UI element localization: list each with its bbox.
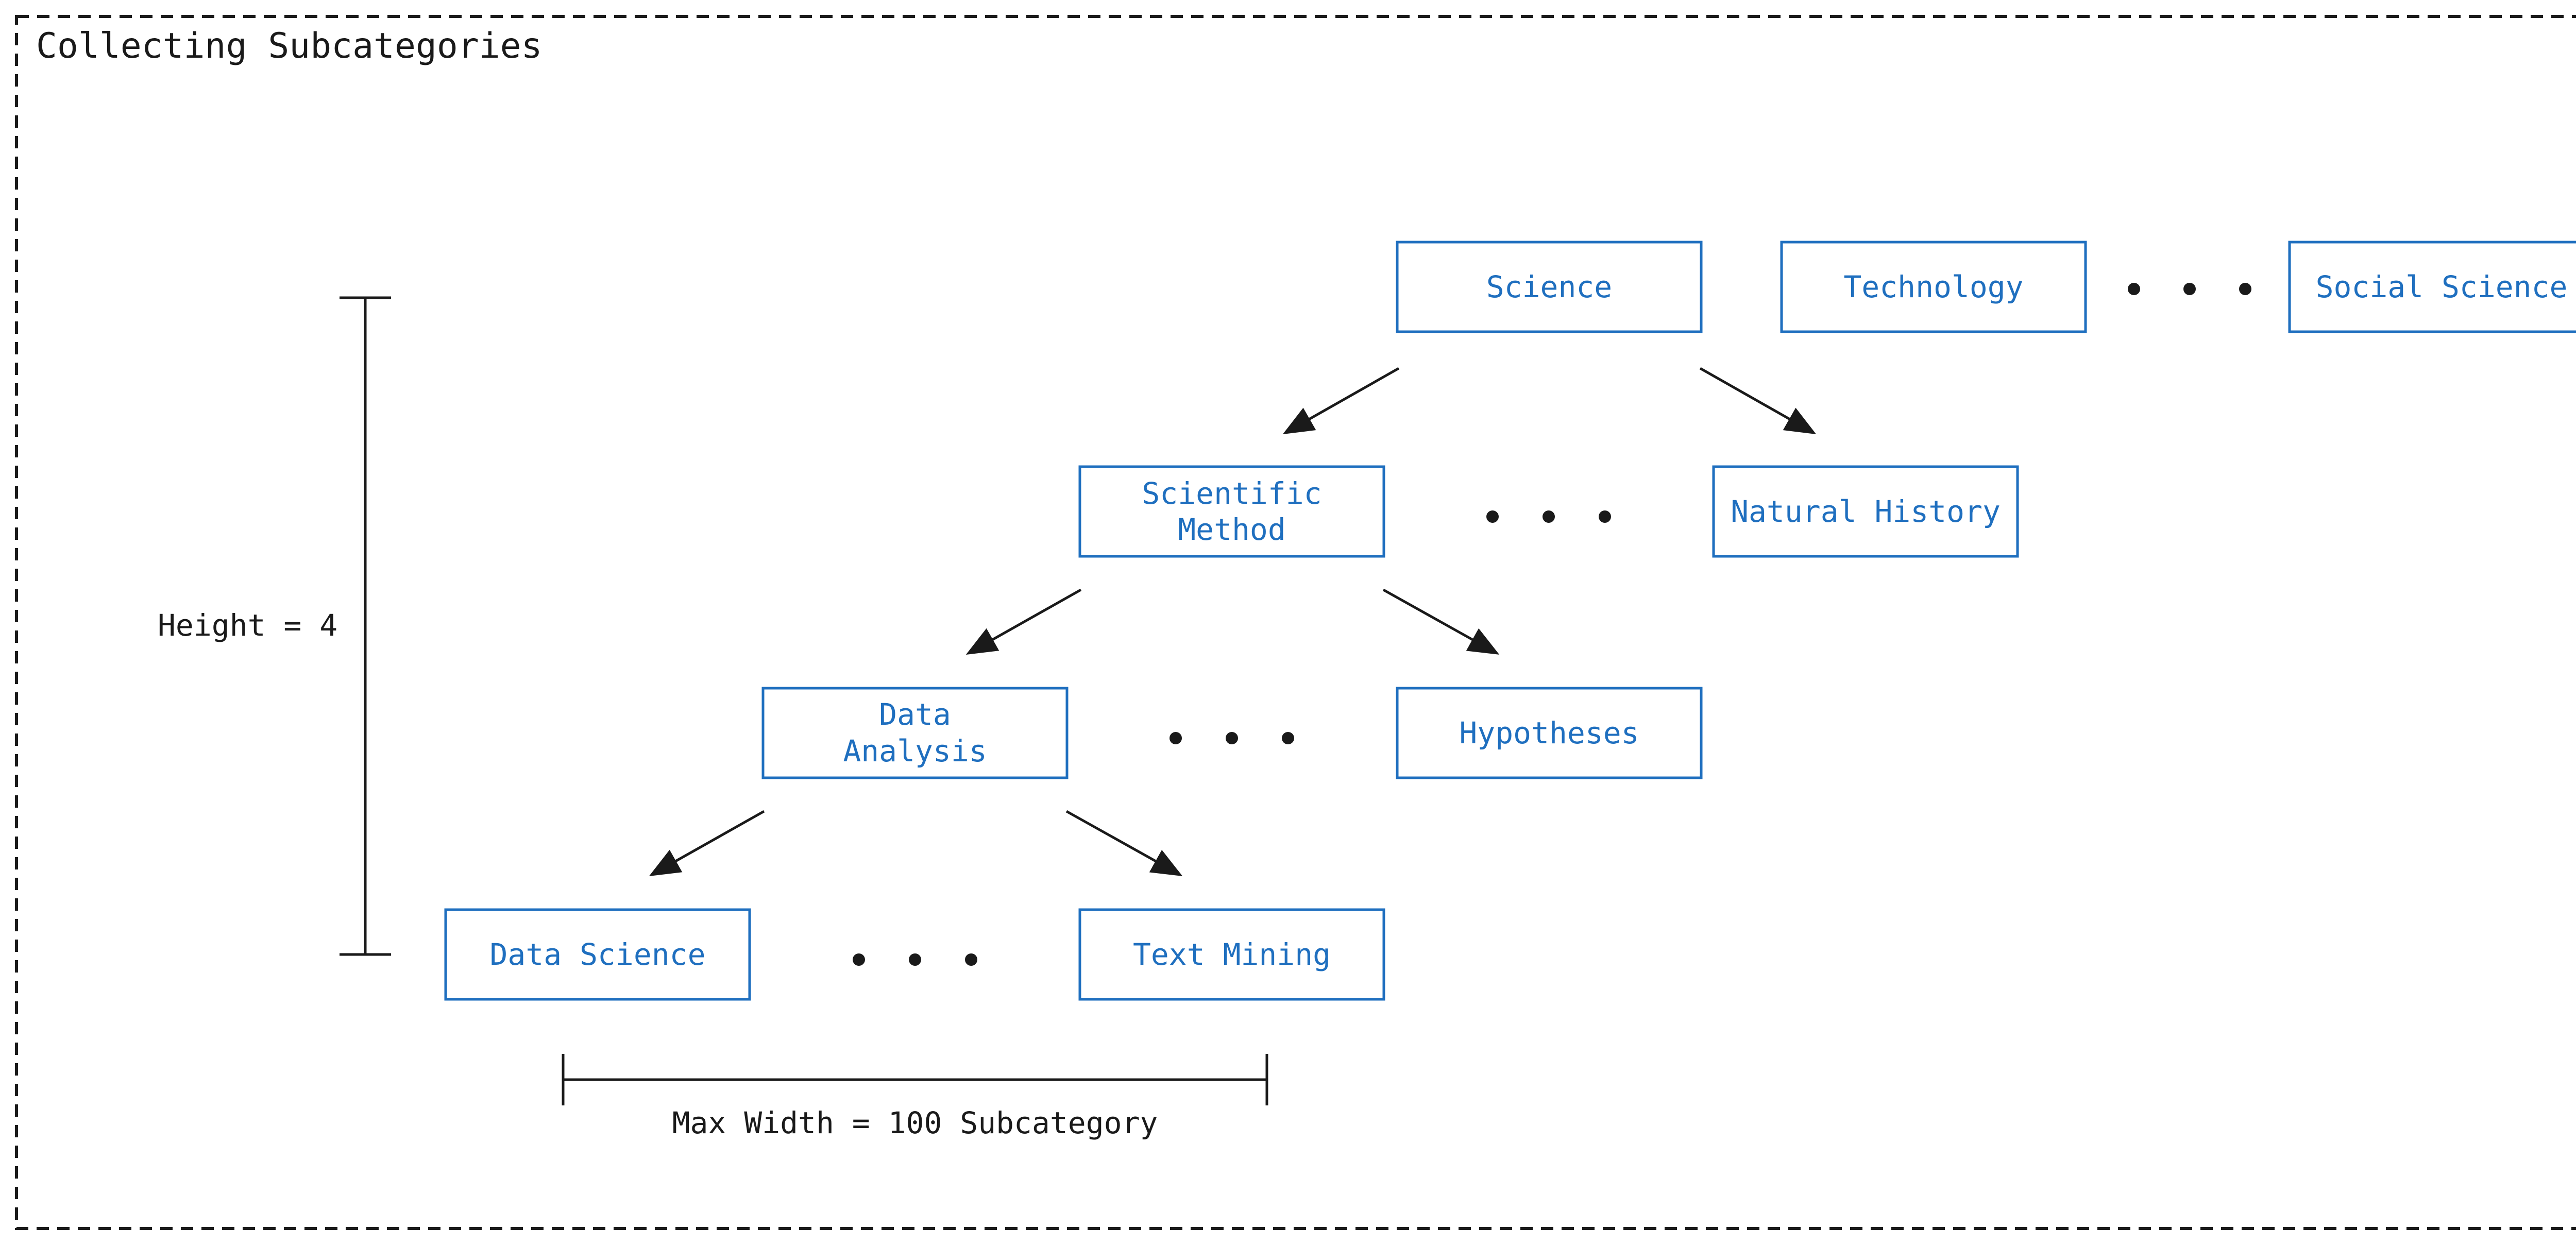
ellipsis-row-2	[1486, 510, 1611, 523]
node-social-science: Social Science	[2288, 241, 2576, 333]
node-label: Technology	[1843, 269, 2023, 304]
node-label: Natural History	[1731, 494, 2001, 529]
node-label-line-2: Analysis	[843, 734, 987, 769]
node-label: Science	[1486, 269, 1612, 304]
node-label-line-1: Scientific	[1142, 476, 1321, 511]
edge-science-to-scientific-method	[1282, 367, 1400, 434]
node-hypotheses: Hypotheses	[1396, 687, 1703, 779]
outer-frame	[15, 15, 2576, 1230]
node-text-mining: Text Mining	[1078, 908, 1385, 1001]
edge-scientific-method-to-hypotheses	[1382, 588, 1500, 655]
width-label: Max Width = 100 Subcategory	[672, 1105, 1158, 1140]
height-label: Height = 4	[158, 608, 337, 643]
edge-data-analysis-to-data-science	[649, 810, 765, 876]
node-data-science: Data Science	[444, 908, 751, 1001]
edge-data-analysis-to-text-mining	[1065, 810, 1183, 876]
node-scientific-method: Scientific Method	[1078, 465, 1385, 558]
node-label-line-2: Method	[1178, 512, 1286, 547]
width-ruler	[562, 1054, 1268, 1105]
node-natural-history: Natural History	[1712, 465, 2019, 558]
node-label: Social Science	[2316, 269, 2568, 304]
frame-title: Collecting Subcategories	[36, 26, 543, 66]
edge-science-to-natural-history	[1699, 367, 1817, 434]
node-label-line-1: Data	[879, 697, 951, 732]
height-ruler	[340, 296, 391, 956]
ellipsis-row-4	[853, 953, 977, 966]
node-label: Hypotheses	[1459, 715, 1639, 751]
node-label: Text Mining	[1133, 937, 1331, 972]
ellipsis-row-3	[1170, 732, 1294, 744]
node-science: Science	[1396, 241, 1703, 333]
node-technology: Technology	[1780, 241, 2087, 333]
node-label: Data Science	[489, 937, 705, 972]
node-data-analysis: Data Analysis	[761, 687, 1069, 779]
edge-scientific-method-to-data-analysis	[965, 588, 1082, 655]
ellipsis-row-1	[2128, 283, 2251, 295]
edges	[649, 367, 1817, 876]
